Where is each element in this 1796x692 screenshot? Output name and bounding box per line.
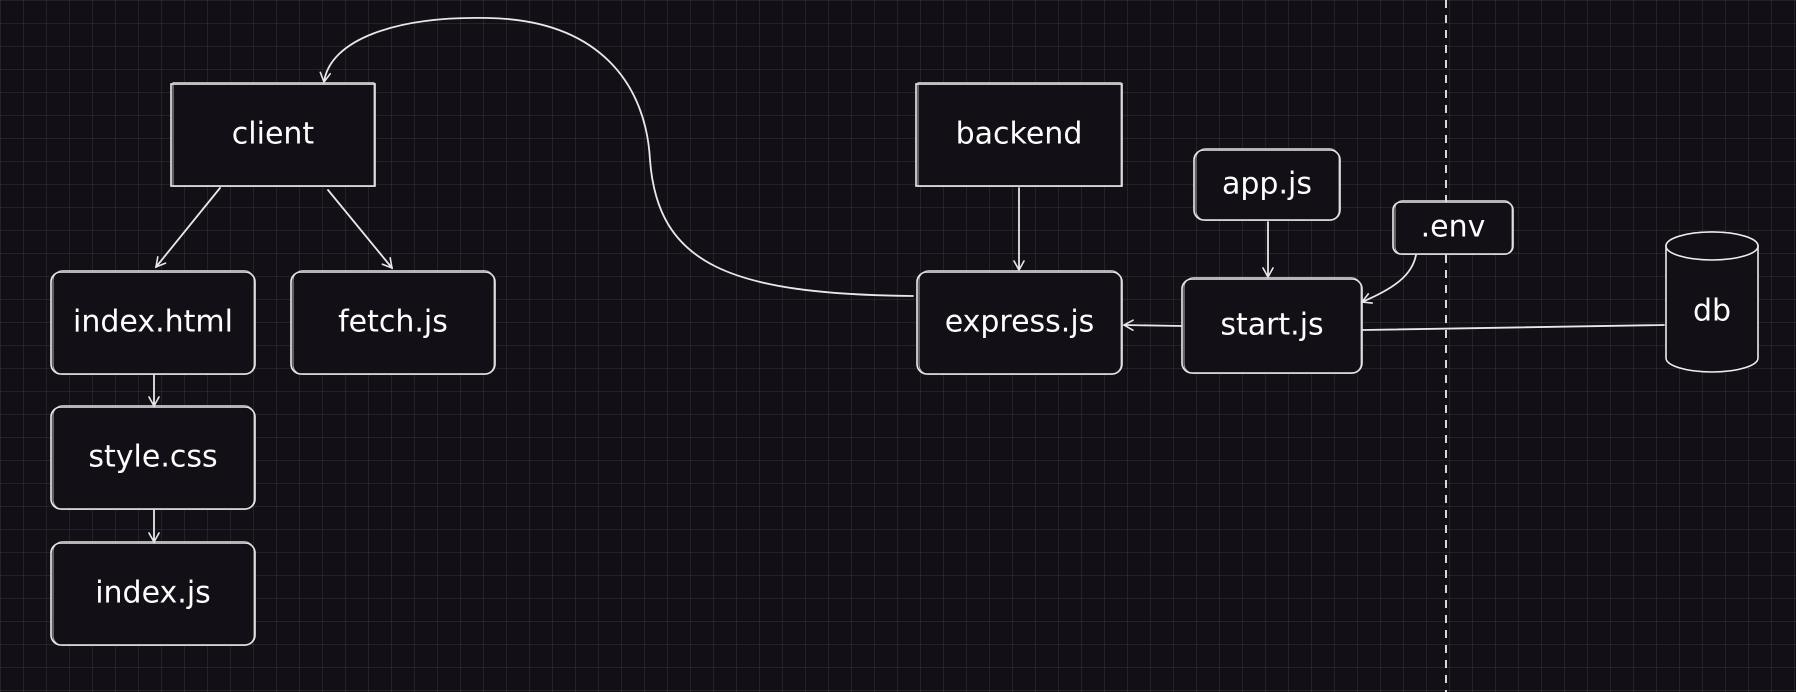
edge-client-index-html[interactable]: [154, 187, 221, 269]
node-label-backend: backend: [956, 117, 1083, 152]
node-label-index-js: index.js: [95, 576, 211, 611]
node-index-js[interactable]: index.js: [50, 541, 256, 646]
node-start-js[interactable]: start.js: [1181, 277, 1363, 374]
node-label-index-html: index.html: [73, 305, 233, 340]
node-box-sketch: [52, 541, 255, 646]
node-box-sketch: [52, 270, 255, 375]
node-label-express-js: express.js: [945, 305, 1095, 340]
node-app-js[interactable]: app.js: [1193, 148, 1341, 221]
connector-layer: [148, 17, 1665, 544]
edge-express-js-client[interactable]: [319, 17, 914, 297]
node-env[interactable]: .env: [1392, 200, 1514, 255]
node-box-sketch: [52, 405, 255, 510]
node-label-style-css: style.css: [88, 440, 217, 475]
node-label-fetch-js: fetch.js: [338, 305, 448, 340]
edge-env-start-js[interactable]: [1360, 254, 1417, 304]
node-client[interactable]: client: [170, 82, 376, 187]
edge-start-js-express-js[interactable]: [1122, 319, 1183, 331]
node-label-client: client: [232, 117, 315, 152]
node-label-start-js: start.js: [1220, 308, 1323, 343]
node-box-sketch: [918, 270, 1122, 375]
node-backend[interactable]: backend: [915, 82, 1123, 187]
node-label-db: db: [1693, 294, 1731, 329]
node-layer: client index.html fetch.js style.css index.j…: [50, 82, 1759, 646]
node-label-env: .env: [1421, 210, 1486, 245]
node-box-sketch: [172, 82, 375, 187]
node-box-sketch: [1183, 277, 1362, 374]
node-box-sketch: [917, 82, 1122, 187]
node-box: [170, 83, 376, 187]
db-cylinder-top: [1665, 231, 1759, 261]
edge-client-fetch-js[interactable]: [327, 189, 394, 270]
edge-start-js-db[interactable]: [1362, 324, 1665, 331]
node-express-js[interactable]: express.js: [916, 270, 1123, 375]
node-index-html[interactable]: index.html: [50, 270, 256, 375]
node-box-sketch: [1394, 200, 1513, 255]
node-style-css[interactable]: style.css: [50, 405, 256, 510]
node-label-app-js: app.js: [1222, 167, 1312, 202]
node-fetch-js[interactable]: fetch.js: [290, 270, 496, 375]
node-db[interactable]: db: [1665, 231, 1759, 373]
node-box-sketch: [292, 270, 495, 375]
node-box-sketch: [1195, 148, 1340, 221]
